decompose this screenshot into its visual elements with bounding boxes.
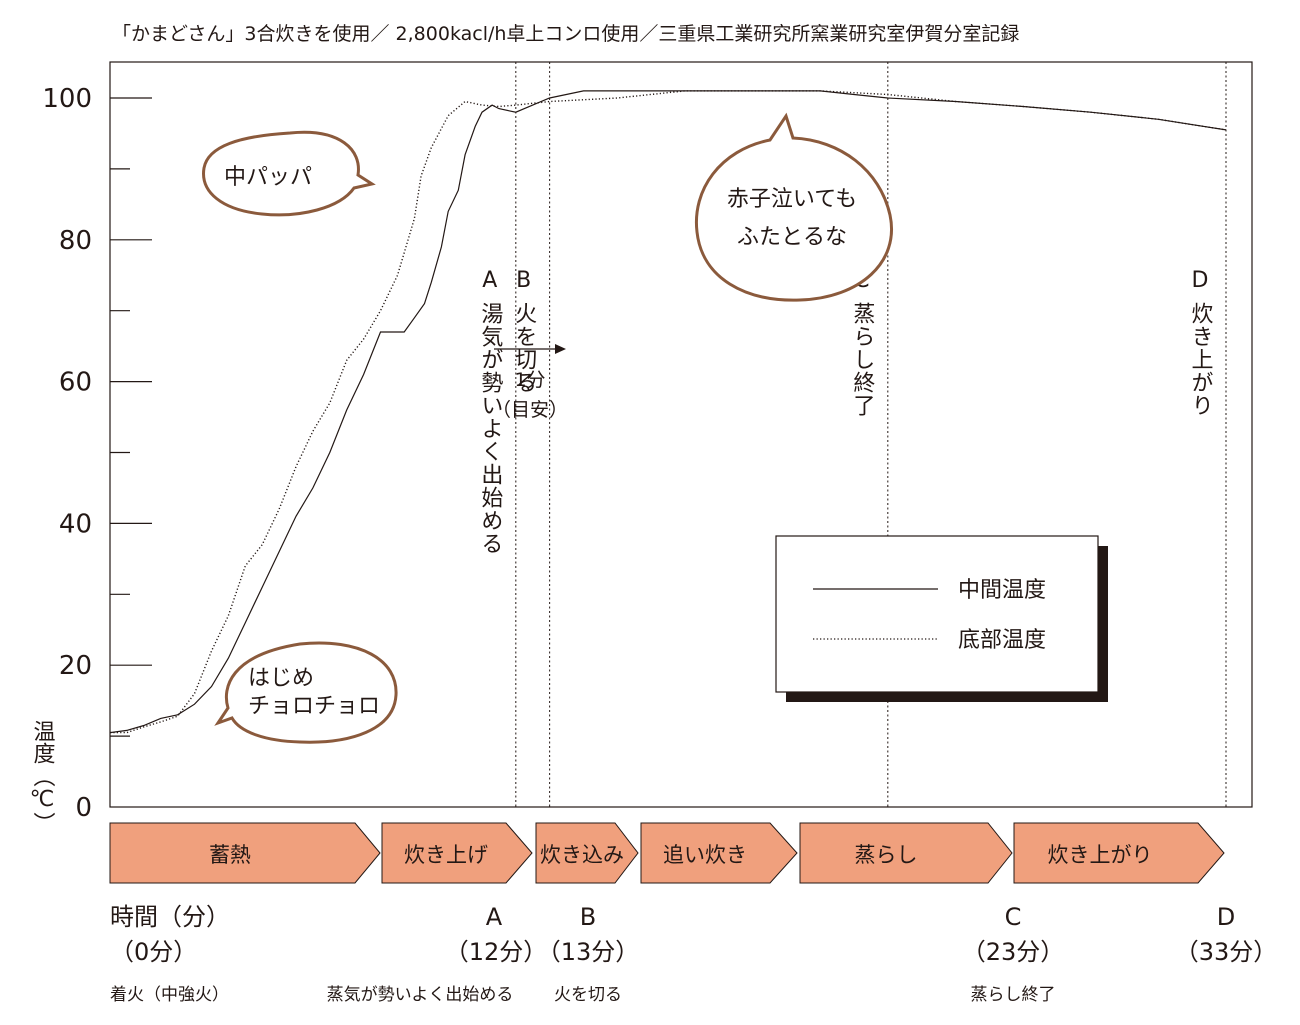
time-a-letter: A: [486, 903, 503, 931]
series-group: [109, 90, 1227, 734]
legend-label-middle: 中間温度: [958, 578, 1046, 603]
time-b: （13分）: [537, 938, 640, 966]
time-c: （23分）: [962, 938, 1065, 966]
interval-note-line1: 1分: [514, 369, 545, 391]
marker-text-d: 炊き上がり: [1188, 302, 1214, 417]
y-tick-label: 0: [75, 793, 92, 823]
bubble-text-akago-line1: 赤子泣いても: [727, 187, 857, 212]
bubble-text-hajime-line2: チョロチョロ: [248, 694, 380, 719]
y-axis-label-main: 温度: [30, 720, 56, 764]
stage-label-takikomi: 炊き込み: [540, 843, 624, 867]
time-b-note: 火を切る: [554, 985, 622, 1005]
plot-frame: [109, 61, 1253, 808]
bubble-text-naka-pappa: 中パッパ: [224, 165, 312, 190]
y-tick-label: 100: [42, 84, 92, 114]
stage-arrow-takiage: [381, 822, 533, 884]
stage-arrow-takiagari: [1013, 822, 1225, 884]
stage-label-takiage: 炊き上げ: [404, 843, 488, 867]
y-tick-label: 20: [59, 651, 92, 681]
stage-label-chikunetsu: 蓄熱: [209, 843, 251, 867]
marker-text-a: 湯気が勢いよく出始める: [477, 302, 503, 555]
marker-letter-d: D: [1192, 268, 1209, 293]
marker-text-b: 火を切る: [511, 302, 537, 394]
series-bottom-temp: [110, 90, 1227, 734]
stage-arrow-takikomi: [535, 822, 639, 884]
time-c-letter: C: [1005, 903, 1022, 931]
bubble-text-akago-line2: ふたとるな: [737, 225, 847, 250]
y-tick-label: 40: [59, 509, 92, 539]
bubble-naka-pappa: [202, 130, 376, 217]
time-start-note: 着火（中強火）: [110, 985, 229, 1005]
y-tick-label: 60: [59, 368, 92, 398]
stage-label-takiagari: 炊き上がり: [1048, 843, 1153, 867]
bubble-akago: [694, 112, 893, 302]
bubble-text-hajime-line1: はじめ: [248, 666, 314, 691]
y-tick-label: 80: [59, 226, 92, 256]
time-c-note: 蒸らし終了: [971, 985, 1056, 1005]
legend-label-bottom: 底部温度: [958, 628, 1046, 653]
marker-text-c: 蒸らし終了: [849, 302, 875, 417]
interval-arrow: [494, 344, 566, 354]
time-d: （33分）: [1175, 938, 1278, 966]
legend: [775, 535, 1108, 702]
stage-bar: [109, 822, 1225, 884]
time-a-note: 蒸気が勢いよく出始める: [327, 985, 514, 1005]
time-a: （12分）: [445, 938, 548, 966]
stage-arrow-chikunetsu: [109, 822, 381, 884]
stage-arrow-oidaki: [640, 822, 798, 884]
stage-label-murashi: 蒸らし: [855, 843, 918, 867]
bubble-hajime: [214, 641, 398, 744]
stage-arrow-murashi: [799, 822, 1013, 884]
time-axis-title: 時間（分）: [110, 903, 230, 931]
y-axis-ticks: 0 20 40 60 80 100: [42, 84, 152, 823]
marker-letter-b: B: [516, 268, 531, 293]
marker-letter-a: A: [482, 268, 497, 293]
time-d-letter: D: [1217, 903, 1235, 931]
time-b-letter: B: [580, 903, 596, 931]
interval-note-line2: （目安）: [492, 399, 568, 421]
chart-header: 「かまどさん」3合炊きを使用／ 2,800kacl/h卓上コンロ使用／三重県工業…: [112, 23, 1019, 45]
y-axis-label-unit: （℃）: [30, 765, 56, 834]
time-start: （0分）: [110, 938, 197, 966]
stage-label-oidaki: 追い炊き: [663, 843, 747, 867]
